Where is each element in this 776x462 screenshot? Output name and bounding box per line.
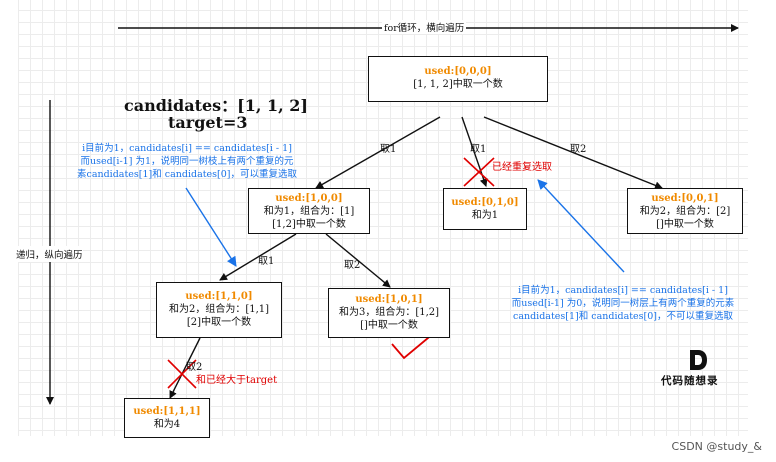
node-used-111: used:[1,1,1] 和为4 (124, 398, 210, 438)
edge-n100-n110 (219, 233, 297, 281)
node-010-used: used:[0,1,0] (451, 197, 519, 208)
recursion-label: 递归，纵向遍历 (16, 246, 83, 262)
left-note-line: i目前为1，candidates[i] == candidates[i - 1] (82, 143, 292, 154)
node-111-used: used:[1,1,1] (133, 406, 201, 417)
already-chosen-note: 已经重复选取 (492, 162, 552, 173)
node-001-used: used:[0,0,1] (651, 193, 719, 204)
node-110-line1: 和为2，组合为：[1,1] (168, 304, 270, 315)
left-note: i目前为1，candidates[i] == candidates[i - 1]… (64, 142, 310, 181)
node-111-line1: 和为4 (153, 419, 181, 430)
edge-root-n001 (483, 116, 663, 190)
edge-label-n100-take1: 取1 (258, 256, 275, 267)
node-used-110: used:[1,1,0] 和为2，组合为：[1,1] [2]中取一个数 (156, 282, 282, 338)
for-loop-label: for循环，横向遍历 (382, 20, 467, 34)
node-used-010: used:[0,1,0] 和为1 (443, 188, 527, 230)
right-note-line: 而used[i-1] 为0，说明同一树层上有两个重复的元素 (511, 298, 735, 309)
node-used-001: used:[0,0,1] 和为2，组合为：[2] []中取一个数 (627, 188, 743, 234)
node-110-used: used:[1,1,0] (185, 291, 253, 302)
code-logo-icon (690, 350, 707, 370)
candidates-label: candidates：[1, 1, 2] (124, 96, 308, 115)
sum-exceeds-note: 和已经大于target (196, 375, 278, 386)
node-010-line1: 和为1 (471, 210, 499, 221)
node-used-101: used:[1,0,1] 和为3，组合为：[1,2] []中取一个数 (328, 288, 450, 338)
node-001-line2: []中取一个数 (656, 219, 714, 230)
node-root-line1: [1, 1, 2]中取一个数 (413, 79, 503, 90)
right-note: i目前为1，candidates[i] == candidates[i - 1]… (500, 284, 746, 323)
edge-label-root-take1-mid: 取1 (470, 144, 487, 155)
node-100-line1: 和为1，组合为：[1] (263, 206, 355, 217)
left-note-line: 素candidates[1]和 candidates[0]，可以重复选取 (77, 169, 297, 180)
left-note-line: 而used[i-1] 为1，说明同一树枝上有两个重复的元 (80, 156, 294, 167)
node-100-line2: [1,2]中取一个数 (272, 219, 346, 230)
edge-root-n100 (315, 116, 441, 189)
red-cross-1b (463, 157, 495, 187)
node-root-used: used:[0,0,0] (424, 66, 492, 77)
right-note-line: candidates[1]和 candidates[0]，不可以重复选取 (513, 311, 733, 322)
logo-text: 代码随想录 (661, 375, 719, 387)
red-check-mark (391, 327, 441, 360)
node-used-100: used:[1,0,0] 和为1，组合为：[1] [1,2]中取一个数 (248, 188, 370, 234)
edge-label-root-take1: 取1 (380, 144, 397, 155)
edge-label-n100-take2: 取2 (344, 260, 361, 271)
blue-arrow-left (185, 187, 237, 267)
edge-label-n110-take2: 取2 (186, 362, 203, 373)
node-101-line2: []中取一个数 (360, 320, 418, 331)
right-note-line: i目前为1，candidates[i] == candidates[i - 1] (518, 285, 728, 296)
node-101-line1: 和为3，组合为：[1,2] (338, 307, 440, 318)
edge-n110-n111 (169, 337, 201, 399)
edge-label-root-take2: 取2 (570, 144, 587, 155)
node-001-line1: 和为2，组合为：[2] (639, 206, 731, 217)
node-101-used: used:[1,0,1] (355, 294, 423, 305)
node-110-line2: [2]中取一个数 (186, 317, 252, 328)
target-label: target=3 (168, 113, 248, 132)
csdn-watermark: CSDN @study_& (671, 440, 762, 453)
node-root: used:[0,0,0] [1, 1, 2]中取一个数 (368, 56, 548, 102)
node-100-used: used:[1,0,0] (275, 193, 343, 204)
red-cross-2b (167, 359, 197, 389)
edge-n100-n101 (325, 233, 391, 288)
blue-arrow-right (537, 179, 625, 273)
